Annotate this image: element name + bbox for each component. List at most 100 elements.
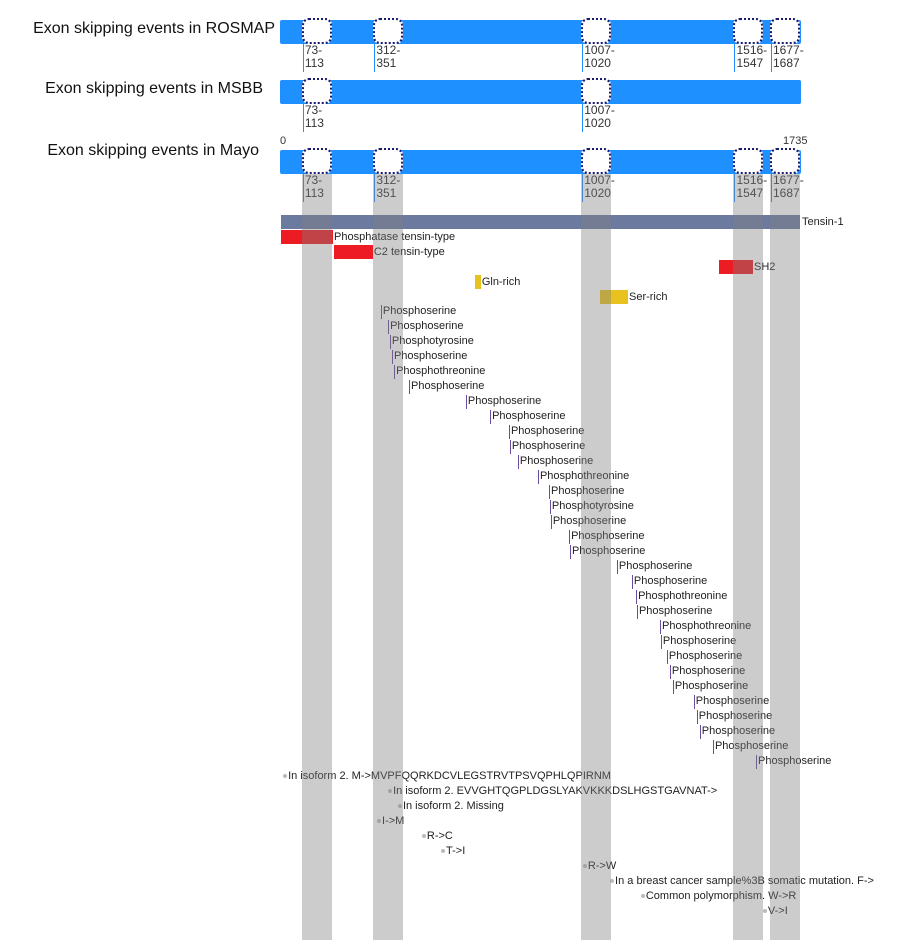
exon-skip-event[interactable] [301,78,332,104]
modified-residue: Phosphoserine [569,545,646,559]
sequence-variant: V->I [762,905,788,918]
exon-highlight-column [301,174,332,940]
modified-residue: Phosphotyrosine [549,500,634,514]
sequence-variant: T->I [441,845,465,858]
variant-dot-icon [762,909,767,914]
variant-dot-icon [377,819,382,824]
exon-event-label: 1007-1020 [582,103,615,132]
modified-residue: Phosphoserine [636,605,713,619]
variant-label: R->W [587,860,617,872]
variant-dot-icon [421,834,426,839]
modified-residue: Phosphothreonine [537,470,630,484]
exon-skip-event[interactable] [581,78,612,104]
modified-residue: Phosphoserine [669,665,746,679]
exon-event-label: 1677-1687 [771,43,804,72]
modified-residue: Phosphoserine [699,725,776,739]
region-label: Gln-rich [481,276,521,288]
variant-dot-icon [397,804,402,809]
variant-dot-icon [283,774,288,779]
exon-skip-event[interactable] [373,18,404,44]
modified-residue: Phosphoserine [465,395,542,409]
exon-skip-event[interactable] [733,148,764,174]
modified-residue: Phosphothreonine [394,365,486,379]
modified-residue: Phosphoserine [549,485,625,499]
sequence-variant: I->M [377,815,404,828]
variant-dot-icon [582,864,587,869]
exon-skip-event[interactable] [373,148,404,174]
variant-dot-icon [441,849,446,854]
variant-label: Common polymorphism. W->R [645,890,797,902]
exon-event-label: 73-113 [302,43,324,72]
domain-bar [718,260,754,274]
modified-residue: Phosphoserine [756,755,832,769]
exon-event-label: 73-113 [302,103,324,132]
track-title-mayo: Exon skipping events in Mayo [47,142,259,159]
variant-label: In a breast cancer sample%3B somatic mut… [615,875,874,887]
exon-skip-event[interactable] [581,18,612,44]
domain-label: SH2 [754,261,776,273]
modified-residue: Phosphothreonine [660,620,752,634]
region-bar [474,275,481,289]
sequence-variant: R->C [421,830,453,843]
sequence-variant: R->W [582,860,617,873]
variant-dot-icon [610,879,615,884]
modified-residue: Phosphoserine [712,740,789,754]
exon-highlight-column [733,174,764,940]
variant-label: In isoform 2. M->MVPFQQRKDCVLEGSTRVTPSVQ… [288,770,611,782]
modified-residue: Phosphoserine [508,425,585,439]
exon-skip-event[interactable] [770,148,800,174]
exon-skip-event[interactable] [733,18,764,44]
exon-event-label: 73-113 [302,173,324,202]
domain-bar [333,245,373,259]
modified-residue: Phosphoserine [388,320,464,334]
axis-start-label: 0 [280,135,287,147]
modified-residue: Phosphoserine [693,695,770,709]
track-bar [280,150,801,174]
track-bar [280,80,801,104]
variant-dot-icon [388,789,393,794]
chain-bar [281,215,800,229]
exon-skip-event[interactable] [770,18,800,44]
exon-skip-event[interactable] [581,148,612,174]
exon-skip-event[interactable] [301,148,332,174]
modified-residue: Phosphotyrosine [389,335,474,349]
exon-highlight-column [373,174,404,940]
modified-residue: Phosphoserine [666,650,743,664]
track-title-rosmap: Exon skipping events in ROSMAP [33,20,275,37]
exon-event-label: 1516-1547 [734,173,768,202]
variant-label: T->I [446,845,466,857]
variant-label: R->C [426,830,453,842]
modified-residue: Phosphoserine [672,680,749,694]
sequence-variant: In isoform 2. Missing [397,800,504,813]
variant-label: V->I [767,905,788,917]
exon-event-label: 1516-1547 [734,43,768,72]
modified-residue: Phosphoserine [660,635,737,649]
exon-event-label: 312-351 [374,173,401,202]
region-label: Ser-rich [628,291,668,303]
variant-label: I->M [382,815,405,827]
modified-residue: Phosphoserine [490,410,566,424]
modified-residue: Phosphoserine [550,515,627,529]
modified-residue: Phosphoserine [517,455,594,469]
modified-residue: Phosphoserine [696,710,773,724]
variant-label: In isoform 2. Missing [402,800,504,812]
domain-label: C2 tensin-type [373,246,445,258]
modified-residue: Phosphoserine [631,575,708,589]
exon-highlight-column [770,174,800,940]
sequence-variant: Common polymorphism. W->R [640,890,797,903]
domain-bar [281,230,334,244]
track-title-msbb: Exon skipping events in MSBB [45,80,263,97]
exon-event-label: 1007-1020 [582,43,615,72]
modified-residue: Phosphoserine [391,350,468,364]
exon-event-label: 312-351 [374,43,401,72]
modified-residue: Phosphoserine [569,530,645,544]
sequence-variant: In isoform 2. M->MVPFQQRKDCVLEGSTRVTPSVQ… [283,770,611,783]
exon-skip-event[interactable] [301,18,332,44]
modified-residue: Phosphoserine [409,380,485,394]
exon-event-label: 1007-1020 [582,173,615,202]
exon-highlight-column [581,174,612,940]
axis-end-label: 1735 [783,135,808,147]
sequence-variant: In a breast cancer sample%3B somatic mut… [610,875,874,888]
variant-label: In isoform 2. EVVGHTQGPLDGSLYAKVKKKDSLHG… [393,785,718,797]
